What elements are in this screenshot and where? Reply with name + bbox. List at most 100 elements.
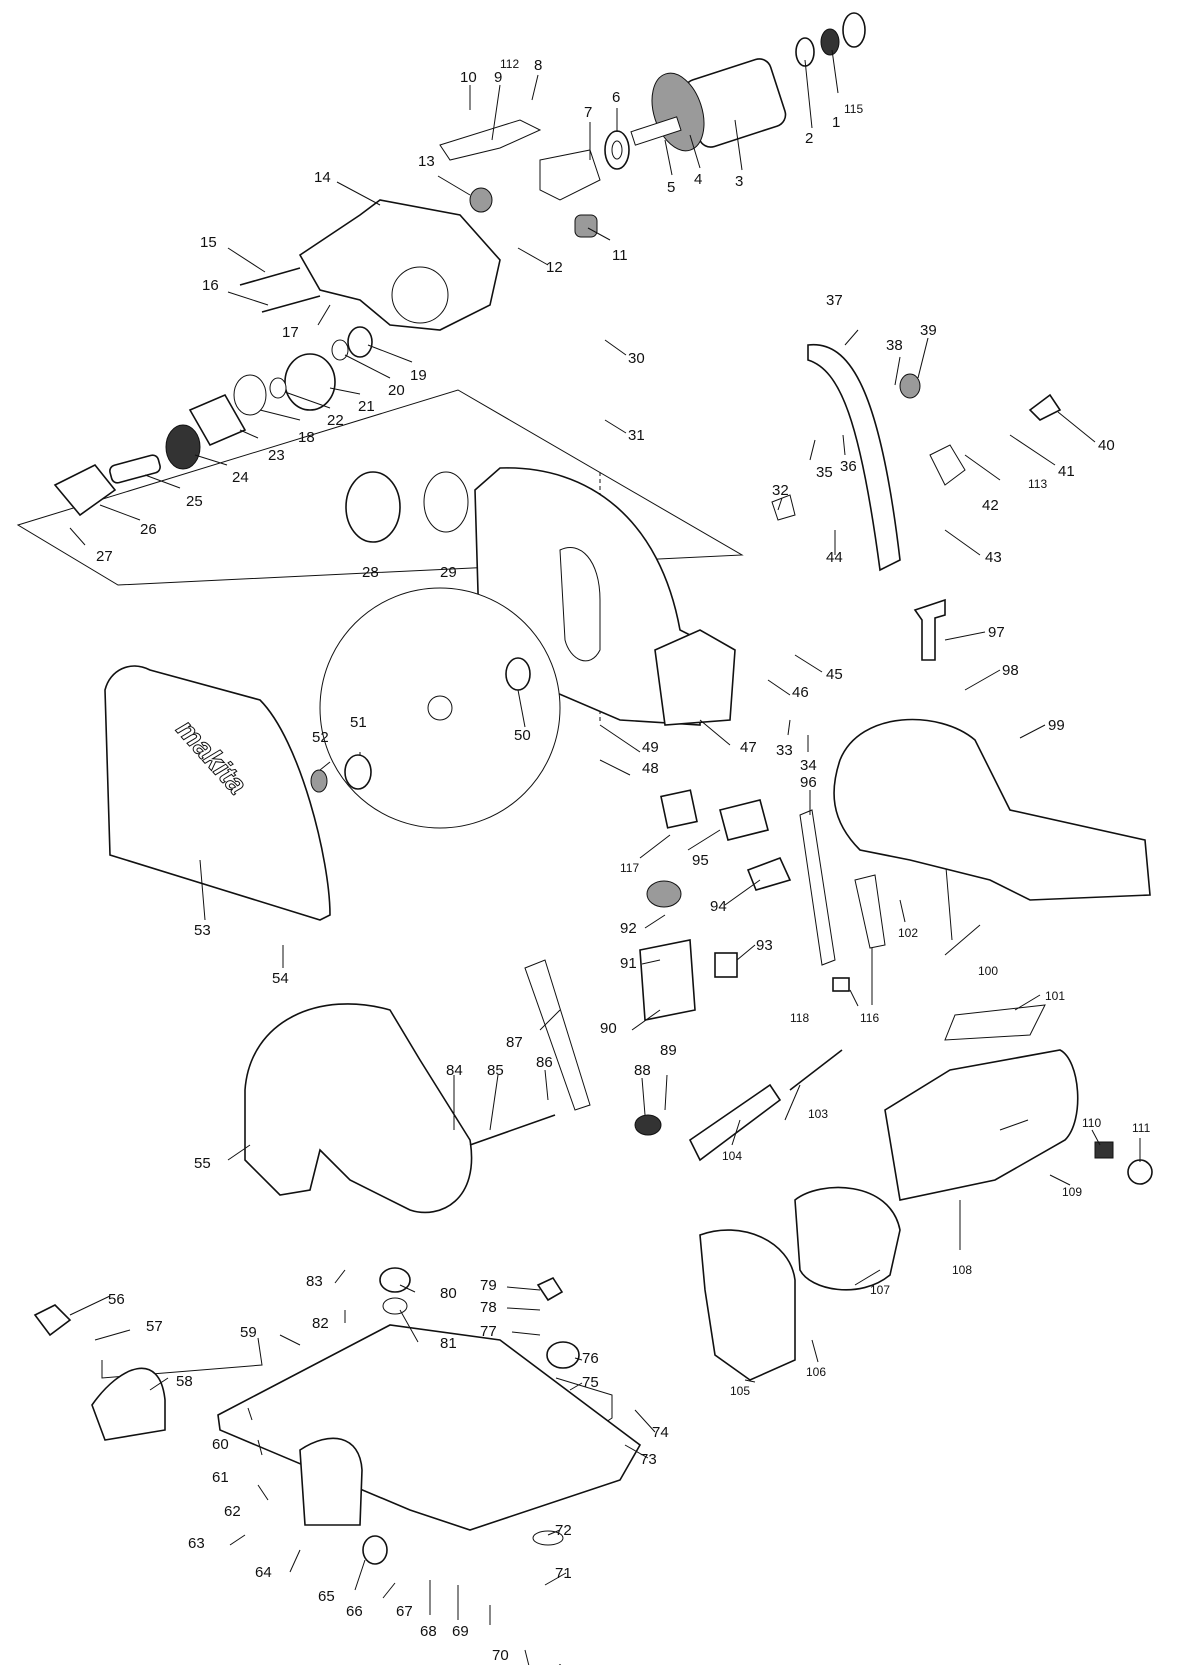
- label-p60: 60: [212, 1436, 229, 1453]
- label-p31: 31: [628, 427, 645, 444]
- label-p1: 1: [832, 114, 840, 131]
- part-labels: 1 2 3 4 5 6 7 8 9 10 11 12 13 14 15 16 1…: [96, 57, 1151, 1664]
- label-p12: 12: [546, 259, 563, 276]
- label-p112: 112: [500, 57, 519, 71]
- lock-lever-7: [539, 149, 601, 201]
- label-p77: 77: [480, 1323, 497, 1340]
- label-p87: 87: [506, 1034, 523, 1051]
- gear-21: [284, 353, 336, 411]
- fan-115: [842, 12, 866, 48]
- label-p95: 95: [692, 852, 709, 869]
- switch-90: [639, 939, 696, 1021]
- ring-20: [331, 339, 349, 361]
- label-p9: 9: [494, 69, 502, 86]
- label-p43: 43: [985, 549, 1002, 566]
- label-p27: 27: [96, 548, 113, 565]
- label-p32: 32: [772, 482, 789, 499]
- label-p107: 107: [870, 1283, 890, 1297]
- washer-72: [532, 1530, 564, 1546]
- knob-11: [574, 214, 598, 238]
- label-p50: 50: [514, 727, 531, 744]
- label-p5: 5: [667, 179, 675, 196]
- spring-116: [854, 874, 886, 949]
- label-p100: 100: [978, 964, 998, 978]
- label-p11: 11: [612, 247, 628, 264]
- label-p37: 37: [826, 292, 843, 309]
- motor-housing-108: [884, 1049, 1079, 1201]
- depth-guide: [771, 343, 1062, 572]
- label-p90: 90: [600, 1020, 617, 1037]
- label-p14: 14: [314, 169, 331, 186]
- label-p117: 117: [620, 861, 639, 875]
- bearing-24: [165, 424, 201, 470]
- label-p59: 59: [240, 1324, 257, 1341]
- label-p64: 64: [255, 1564, 272, 1581]
- label-p2: 2: [805, 130, 813, 147]
- label-p30: 30: [628, 350, 645, 367]
- part-88: [634, 1114, 662, 1136]
- pin-15: [239, 267, 301, 286]
- label-p41: 41: [1058, 463, 1075, 480]
- clamp-65: [362, 1535, 388, 1565]
- blade-case-window: [559, 547, 601, 662]
- part-92: [646, 880, 682, 908]
- label-p69: 69: [452, 1623, 469, 1640]
- knob-40: [1028, 393, 1062, 421]
- pin-16: [261, 295, 321, 313]
- trigger-94: [746, 856, 792, 891]
- label-p101: 101: [1045, 989, 1065, 1003]
- label-p113: 113: [1028, 477, 1047, 491]
- label-p33: 33: [776, 742, 793, 759]
- label-p105: 105: [730, 1384, 750, 1398]
- label-p36: 36: [840, 458, 857, 475]
- armature-shaft: [630, 116, 682, 146]
- label-p106: 106: [806, 1365, 826, 1379]
- label-p94: 94: [710, 898, 727, 915]
- depth-guide-37: [807, 343, 901, 572]
- label-p99: 99: [1048, 717, 1065, 734]
- rod-96: [799, 809, 836, 966]
- label-p42: 42: [982, 497, 999, 514]
- blade-case: makita: [104, 467, 736, 921]
- capacitor-93: [714, 952, 738, 978]
- label-p66: 66: [346, 1603, 363, 1620]
- label-p110: 110: [1082, 1116, 1101, 1130]
- side-grip-104: [688, 1083, 782, 1162]
- label-p70: 70: [492, 1647, 509, 1664]
- label-p19: 19: [410, 367, 427, 384]
- label-p98: 98: [1002, 662, 1019, 679]
- wrench-87: [524, 959, 591, 1111]
- label-p4: 4: [694, 171, 702, 188]
- label-p61: 61: [212, 1469, 229, 1486]
- label-p104: 104: [722, 1149, 742, 1163]
- o-ring-29: [423, 471, 469, 533]
- label-p20: 20: [388, 382, 405, 399]
- plate-26: [53, 463, 117, 517]
- label-p40: 40: [1098, 437, 1115, 454]
- label-p86: 86: [536, 1054, 553, 1071]
- label-p49: 49: [642, 739, 659, 756]
- bearing-1: [820, 28, 840, 56]
- switch-lever-95: [719, 799, 769, 841]
- clamp-42: [929, 444, 966, 486]
- label-p63: 63: [188, 1535, 205, 1552]
- handle-housing: [833, 598, 1151, 901]
- label-p118: 118: [790, 1011, 809, 1025]
- motor-housing: [699, 1004, 1153, 1381]
- label-p73: 73: [640, 1451, 657, 1468]
- label-p18: 18: [298, 429, 315, 446]
- label-p72: 72: [555, 1522, 572, 1539]
- depth-guide-47: [654, 629, 736, 726]
- label-p45: 45: [826, 666, 843, 683]
- field-107: [794, 1186, 901, 1291]
- guide-58: [91, 1367, 166, 1441]
- bearing-6-bore: [611, 140, 623, 160]
- spindle-25: [109, 454, 161, 484]
- label-p102: 102: [898, 926, 918, 940]
- brush-cap-111: [1127, 1159, 1153, 1185]
- bolt-52: [310, 769, 328, 793]
- label-p75: 75: [582, 1374, 599, 1391]
- label-p67: 67: [396, 1603, 413, 1620]
- guide-64: [299, 1437, 363, 1526]
- label-p56: 56: [108, 1291, 125, 1308]
